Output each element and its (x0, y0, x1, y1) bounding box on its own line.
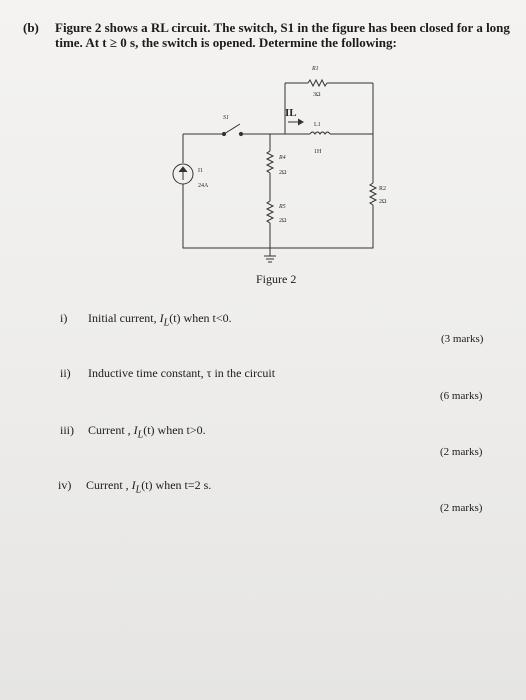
current-subscript: L (135, 484, 142, 496)
part-text-end: (t) when t>0. (143, 423, 206, 437)
l1-value: 1H (314, 149, 322, 155)
circuit-diagram: R1 3Ω IL L1 1H S1 I1 24A R4 2Ω R5 2Ω R2 … (172, 66, 387, 263)
r5-resistor (265, 200, 275, 224)
marks-ii: (6 marks) (440, 390, 483, 402)
marks-i: (3 marks) (441, 333, 484, 345)
i1-value: 24A (198, 183, 209, 189)
part-number: ii) (60, 366, 71, 380)
current-subscript: L (137, 429, 144, 441)
part-text: Inductive time constant, τ in the circui… (88, 366, 276, 380)
current-label: IL (285, 107, 297, 119)
current-symbol: I (131, 478, 136, 492)
part-text-end: (t) when t<0. (169, 311, 232, 325)
part-number: iv) (58, 478, 72, 492)
figure-caption: Figure 2 (256, 272, 297, 286)
part-text-end: (t) when t=2 s. (141, 478, 212, 492)
part-text: Current , (88, 423, 134, 437)
r5-label: R5 (278, 204, 286, 210)
r4-label: R4 (278, 154, 286, 161)
r2-value: 2Ω (379, 199, 387, 205)
r1-label: R1 (311, 66, 319, 72)
r4-resistor (265, 150, 275, 174)
l1-label: L1 (314, 122, 321, 128)
marks-iv: (2 marks) (440, 502, 483, 514)
ground-symbol (264, 255, 276, 263)
r1-resistor (307, 78, 328, 88)
current-subscript: L (163, 317, 170, 329)
question-label: (b) (23, 20, 39, 35)
part-text: Current , (86, 478, 132, 492)
current-symbol: I (133, 423, 138, 437)
l1-inductor (309, 131, 331, 135)
part-text: Initial current, (88, 311, 160, 325)
r5-value: 2Ω (279, 218, 287, 224)
r4-value: 2Ω (279, 170, 287, 176)
r1-value: 3Ω (313, 92, 321, 98)
switch-label: S1 (223, 115, 229, 121)
current-symbol: I (159, 311, 164, 325)
r2-resistor (368, 182, 378, 206)
switch-s1 (223, 123, 241, 135)
i1-label: I1 (198, 168, 203, 174)
r2-label: R2 (379, 186, 386, 192)
part-number: iii) (60, 423, 74, 437)
marks-iii: (2 marks) (440, 446, 483, 458)
part-number: i) (60, 311, 68, 325)
question-intro: Figure 2 shows a RL circuit. The switch,… (55, 20, 510, 50)
